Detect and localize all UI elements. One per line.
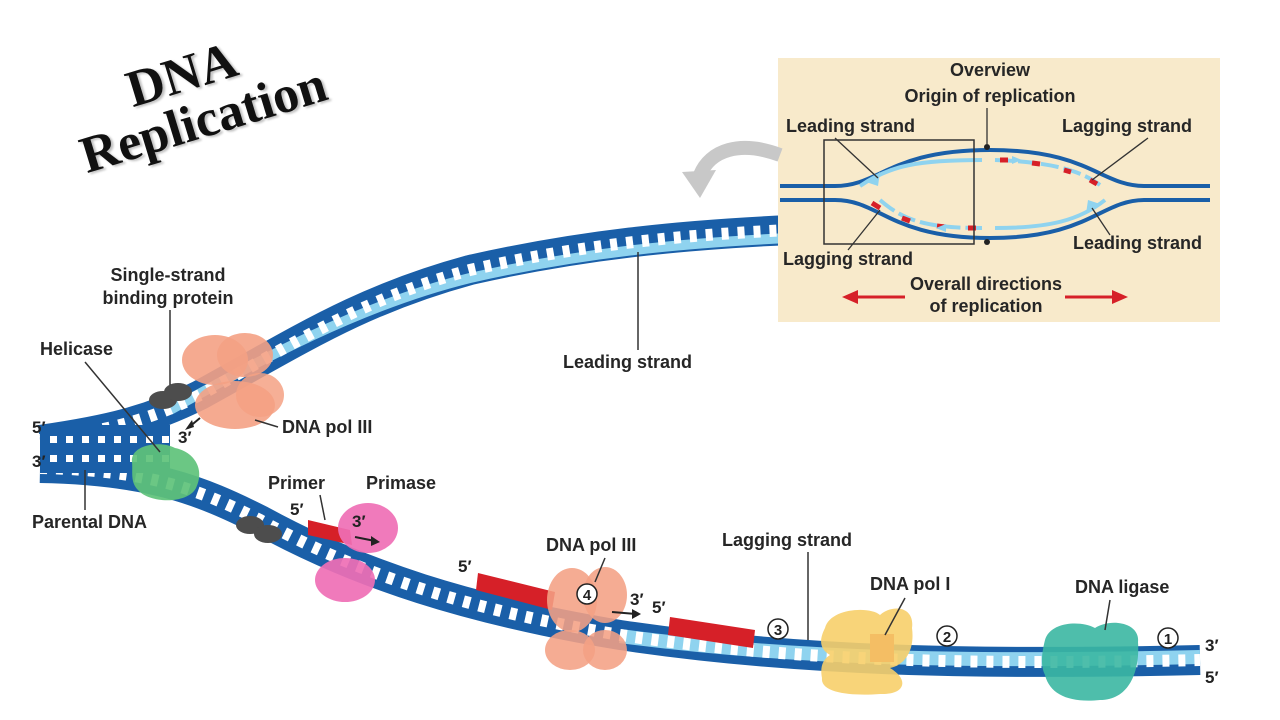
overview-inset: Overview Origin of replication Leading s…	[682, 58, 1220, 322]
helicase-label: Helicase	[40, 339, 113, 359]
overview-directions-line1: Overall directions	[910, 274, 1062, 294]
zoom-arrow-head	[682, 170, 716, 198]
end-primer-5: 5′	[290, 500, 304, 519]
leading-strand-label: Leading strand	[563, 352, 692, 372]
single-strand-binding-protein	[149, 383, 282, 543]
dna-pol-iii-bottom-label: DNA pol III	[546, 535, 636, 555]
dna-ligase-label: DNA ligase	[1075, 577, 1169, 597]
dna-pol-iii-top-protein	[182, 333, 284, 429]
ssb-label-line1: Single-strand	[110, 265, 225, 285]
step-markers: 1 2 3 4	[576, 583, 1179, 649]
step-1-marker	[1157, 627, 1179, 649]
end-primase-3: 3′	[352, 512, 366, 531]
primer-label: Primer	[268, 473, 325, 493]
end-pol-3: 3′	[630, 590, 644, 609]
parental-dna-label: Parental DNA	[32, 512, 147, 532]
overview-panel	[778, 58, 1220, 322]
zoom-frame	[823, 139, 975, 245]
overview-directions-line2: of replication	[929, 296, 1042, 316]
end-right-top: 3′	[1205, 636, 1219, 655]
end-left-top: 5′	[32, 418, 46, 437]
zoom-arrow	[693, 141, 783, 179]
leading-strand-duplex	[37, 215, 791, 455]
lagging-strand-label: Lagging strand	[722, 530, 852, 550]
step-4-text: 4	[583, 587, 592, 604]
end-right-bottom: 5′	[1205, 668, 1219, 687]
step-2-marker	[936, 625, 958, 647]
step-3-text: 3	[774, 622, 782, 639]
overview-title: Overview	[950, 60, 1031, 80]
end-left-bottom: 3′	[32, 452, 46, 471]
step-4-marker	[576, 583, 598, 605]
primase-protein	[315, 503, 398, 602]
directions-arrows	[842, 290, 1128, 304]
primer-segment	[476, 573, 555, 610]
primase-label: Primase	[366, 473, 436, 493]
step-3-marker	[767, 618, 789, 640]
overview-lagging-right-label: Lagging strand	[1062, 116, 1192, 136]
end-okazaki-5: 5′	[458, 557, 472, 576]
synthesis-arrows	[185, 417, 641, 619]
step-2-text: 2	[943, 629, 951, 646]
dna-pol-iii-top-label: DNA pol III	[282, 417, 372, 437]
leader-lines	[84, 252, 1111, 640]
helicase-protein	[131, 444, 200, 501]
dna-pol-i-protein	[821, 608, 913, 695]
overview-origin-label: Origin of replication	[904, 86, 1075, 106]
end-fork-3: 3′	[178, 428, 192, 447]
overview-leading-left-label: Leading strand	[786, 116, 915, 136]
dna-pol-iii-bottom-protein	[545, 567, 627, 670]
overview-lagging-left-label: Lagging strand	[783, 249, 913, 269]
overview-leading-right-label: Leading strand	[1073, 233, 1202, 253]
step-1-text: 1	[1164, 631, 1172, 648]
primer-segment	[668, 617, 755, 648]
dna-ligase-protein	[1041, 622, 1139, 701]
end-pol-5: 5′	[652, 598, 666, 617]
dna-pol-i-label: DNA pol I	[870, 574, 950, 594]
ssb-label-line2: binding protein	[103, 288, 234, 308]
